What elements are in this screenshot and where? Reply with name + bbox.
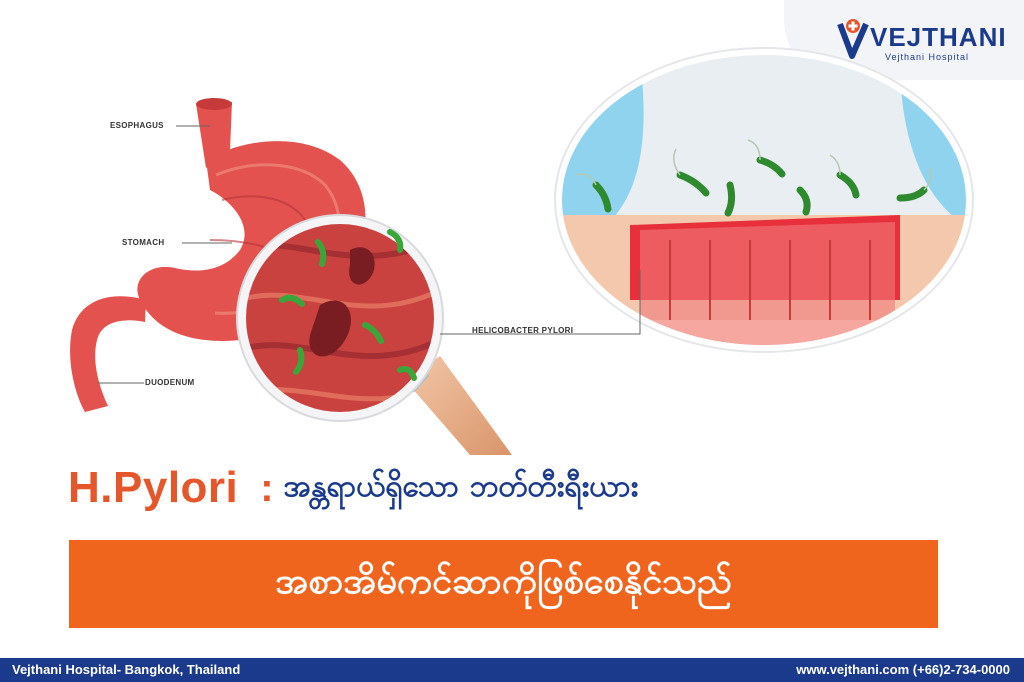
footer-location: Vejthani Hospital- Bangkok, Thailand xyxy=(12,662,241,677)
footer-contact: www.vejthani.com (+66)2-734-0000 xyxy=(796,662,1010,677)
warning-banner: အစာအိမ်ကင်ဆာကိုဖြစ်စေနိုင်သည် xyxy=(69,540,938,628)
bacteria-flagella xyxy=(575,139,932,191)
label-esophagus: ESOPHAGUS xyxy=(110,121,164,130)
duodenum xyxy=(70,296,146,412)
banner-text: အစာအိမ်ကင်ဆာကိုဖြစ်စေနိုင်သည် xyxy=(275,561,732,602)
stomach-illustration xyxy=(70,47,974,455)
leader-lines xyxy=(98,125,641,384)
headline-brand: H.Pylori xyxy=(68,463,239,512)
v-shape-icon xyxy=(837,22,869,59)
headline-title: အန္တရာယ်ရှိသော ဘတ်တီးရီးယား xyxy=(283,468,639,504)
esophagus xyxy=(196,98,232,168)
zoom-view xyxy=(554,47,974,353)
footer-bar: Vejthani Hospital- Bangkok, Thailand www… xyxy=(0,658,1024,682)
headline-colon: : xyxy=(260,465,274,510)
logo-wordmark: VEJTHANI xyxy=(870,22,1007,52)
zoomed-bacteria xyxy=(592,156,928,217)
logo-subtitle: Vejthani Hospital xyxy=(885,52,970,62)
label-stomach: STOMACH xyxy=(122,238,165,247)
headline: H.Pylori : အန္တရာယ်ရှိသော ဘတ်တီးရီးယား xyxy=(68,458,998,518)
label-duodenum: DUODENUM xyxy=(145,378,195,387)
label-helicobacter: HELICOBACTER PYLORI xyxy=(472,326,574,335)
hospital-logo xyxy=(837,19,869,59)
bacteria-cluster xyxy=(279,229,417,381)
